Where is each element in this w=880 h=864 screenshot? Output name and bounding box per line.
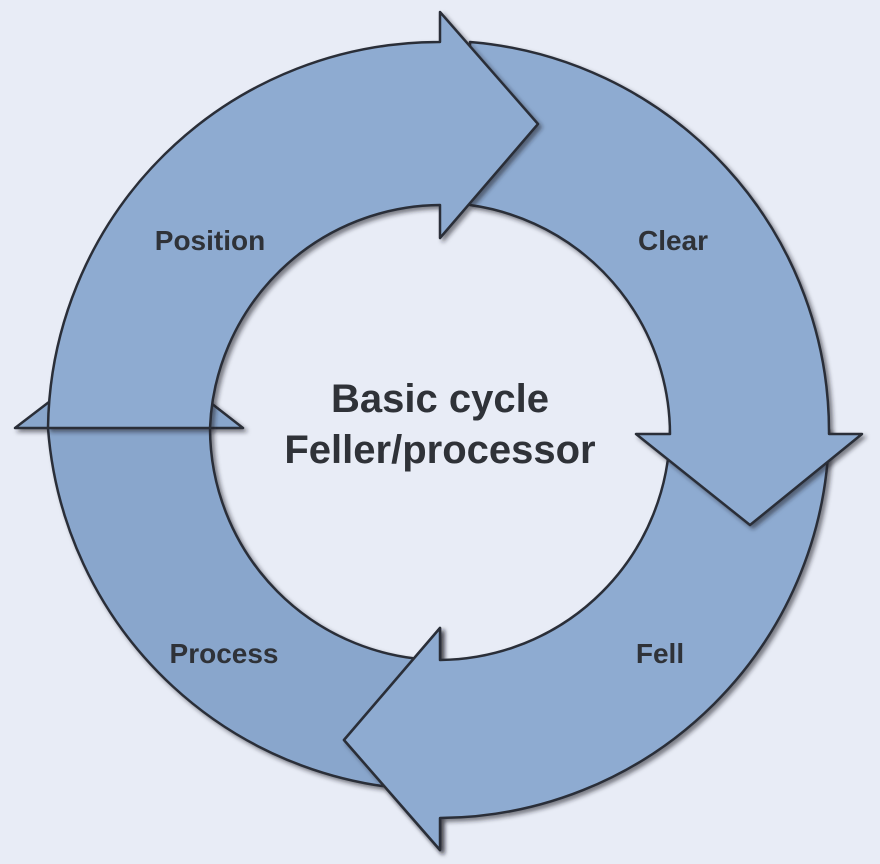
center-title-line2: Feller/processor bbox=[284, 428, 595, 472]
fell-arrow bbox=[342, 428, 831, 852]
stage-label-fell: Fell bbox=[636, 638, 684, 669]
stage-label-position: Position bbox=[155, 225, 265, 256]
stage-label-process: Process bbox=[170, 638, 279, 669]
position-arrow bbox=[46, 10, 540, 430]
clear-arrow bbox=[468, 40, 864, 527]
center-title-line1: Basic cycle bbox=[331, 377, 549, 421]
stage-label-clear: Clear bbox=[638, 225, 708, 256]
